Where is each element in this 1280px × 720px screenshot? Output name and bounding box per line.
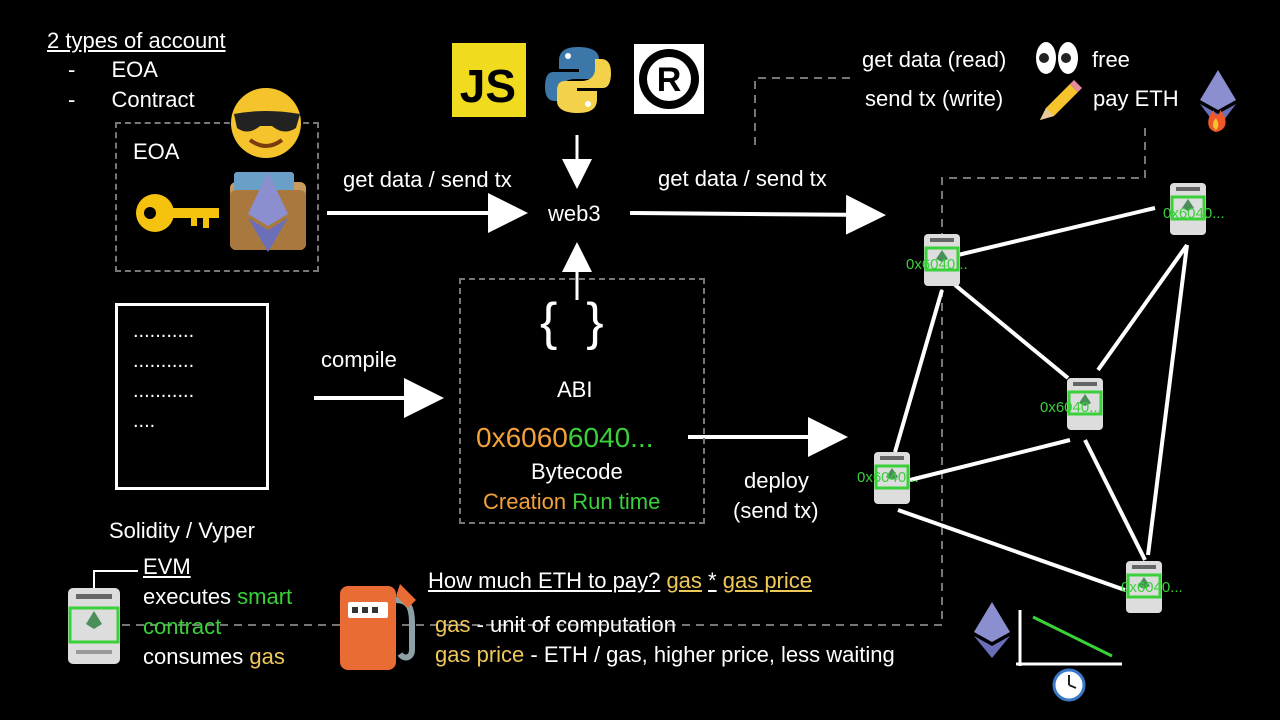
code-line: ........... (133, 380, 195, 402)
server-icon (874, 452, 910, 504)
abi-braces-icon: { } (540, 293, 604, 351)
eoa-box-label: EOA (133, 139, 180, 164)
javascript-logo-icon: JS (452, 43, 526, 117)
sunglasses-face-icon (231, 88, 301, 158)
server-icon (1067, 378, 1103, 430)
web3-label: web3 (548, 201, 601, 226)
fuel-pump-icon (340, 584, 416, 670)
bytecode-sections: Creation Run time (483, 488, 660, 517)
source-code-box (115, 303, 269, 490)
evm-line-1-text: executes (143, 584, 238, 609)
clock-icon (1052, 668, 1086, 702)
server-icon (1170, 183, 1206, 235)
label-get-send-left: get data / send tx (343, 167, 512, 192)
node-address: 0x6040... (1121, 579, 1183, 596)
abi-label: ABI (557, 377, 593, 402)
read-cost: free (1092, 47, 1130, 72)
code-line: ........... (133, 350, 195, 372)
evm-title: EVM (143, 554, 191, 579)
node-address: 0x6040... (1163, 205, 1225, 222)
bytecode-runtime-part: 6040... (567, 422, 654, 453)
deploy-sublabel: (send tx) (733, 498, 819, 523)
evm-contract-word: contract (143, 614, 222, 639)
access-dashed-outline (754, 77, 850, 145)
account-item-label: Contract (111, 87, 195, 112)
gas-price-definition-text: - ETH / gas, higher price, less waiting (524, 642, 895, 667)
read-label: get data (read) (862, 47, 1007, 72)
network-dashed-outline (120, 128, 1146, 626)
account-item-eoa: - EOA (68, 56, 158, 85)
server-icon (924, 234, 960, 286)
python-logo-icon (545, 47, 611, 113)
evm-line-3: consumes gas (143, 643, 285, 672)
code-line: .... (133, 410, 156, 432)
code-line: ........... (133, 320, 195, 342)
bytecode-label: Bytecode (531, 459, 623, 484)
ethereum-icon (974, 602, 1010, 658)
write-cost: pay ETH (1093, 86, 1179, 111)
account-item-contract: - Contract (68, 86, 195, 115)
gas-definition-text: - unit of computation (470, 612, 676, 637)
gas-price-term: gas price (435, 642, 525, 667)
source-caption: Solidity / Vyper (109, 518, 255, 543)
creation-label: Creation (483, 489, 567, 514)
gas-price-definition: gas price - ETH / gas, higher price, les… (435, 641, 895, 670)
gas-price-trend-line (1032, 615, 1113, 658)
gas-word: gas (666, 568, 702, 593)
gas-definition: gas - unit of computation (435, 611, 676, 640)
evm-server-icon (68, 588, 120, 664)
write-label: send tx (write) (865, 86, 1004, 111)
node-address: 0x6040... (857, 469, 919, 486)
gas-price-chart (1016, 610, 1122, 666)
eth-fire-icon (1200, 70, 1236, 132)
bytecode-creation-part: 0x6060 (476, 422, 568, 453)
pencil-icon (1040, 80, 1082, 120)
label-get-send-right: get data / send tx (658, 166, 827, 191)
wallet-icon (230, 172, 306, 252)
evm-line-3-text: consumes (143, 644, 250, 669)
eyes-icon (1036, 42, 1078, 74)
rust-letter: R (657, 61, 682, 99)
gas-question-text: How much ETH to pay? (428, 568, 661, 593)
evm-smart-word: smart (237, 584, 293, 609)
compiled-output-box (459, 278, 705, 524)
bullet: - (68, 87, 76, 112)
evm-gas-word: gas (249, 644, 285, 669)
gas-question: How much ETH to pay? gas * gas price (428, 567, 812, 596)
bytecode-value: 0x60606040... (476, 422, 654, 454)
runtime-label: Run time (572, 489, 661, 514)
rust-logo-icon: R (634, 44, 704, 114)
gas-price-word: gas price (722, 568, 813, 593)
deploy-label: deploy (744, 468, 809, 493)
accounts-title: 2 types of account (47, 28, 226, 53)
eoa-box (115, 122, 319, 272)
arrow-web3-to-network (629, 194, 886, 235)
label-compile: compile (321, 347, 397, 372)
gas-term: gas (435, 612, 471, 637)
network-edges (893, 206, 1189, 592)
key-icon (136, 194, 219, 232)
node-address: 0x6040... (906, 256, 968, 273)
server-icon (1126, 561, 1162, 613)
evm-line-1: executes smart (143, 583, 292, 612)
bullet: - (68, 57, 76, 82)
times-symbol: * (708, 568, 717, 593)
node-address: 0x6040... (1040, 399, 1102, 416)
account-item-label: EOA (111, 57, 158, 82)
